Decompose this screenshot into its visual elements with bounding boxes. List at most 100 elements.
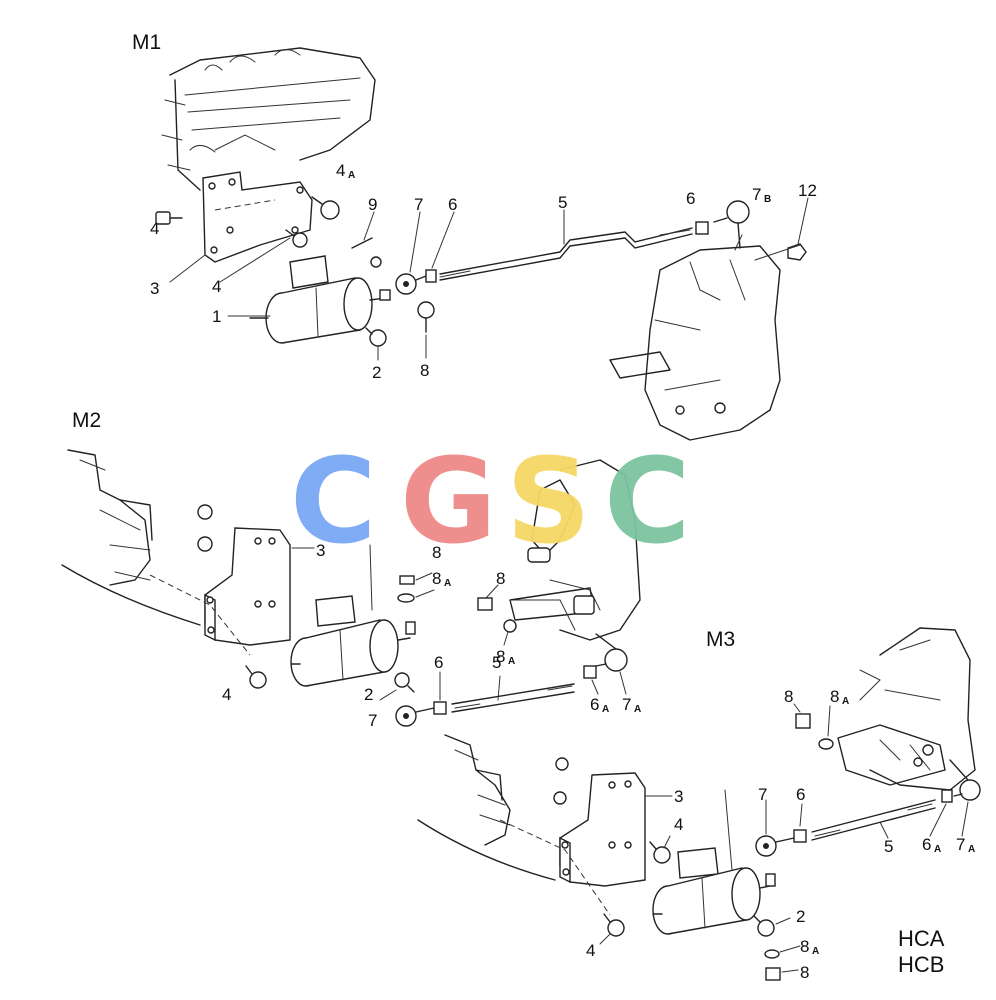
svg-text:4: 4 — [586, 941, 595, 960]
svg-text:2: 2 — [364, 685, 373, 704]
svg-text:A: A — [602, 704, 609, 715]
m2-engine-mount-area — [61, 449, 201, 626]
m1-pin-9 — [351, 237, 382, 268]
m3-bolt-4-upper — [649, 841, 671, 864]
m2-actuator-cylinder — [290, 595, 416, 687]
svg-text:7: 7 — [752, 185, 761, 204]
m3-callout-4-upper: 4 — [674, 815, 683, 834]
m1-rod-end-7b — [713, 200, 750, 249]
svg-text:7: 7 — [622, 695, 631, 714]
m1-gearbox-housing — [609, 234, 801, 441]
watermark-letter-4: C — [604, 432, 691, 570]
svg-text:6: 6 — [922, 835, 931, 854]
m3-callout-2: 2 — [796, 907, 805, 926]
m1-callout-5: 5 — [558, 193, 567, 212]
m1-bolt-4-left — [155, 211, 183, 225]
watermark-logo: C G S C — [290, 432, 691, 570]
watermark-letter-1: C — [290, 432, 377, 570]
m1-engine-block — [161, 47, 376, 191]
m2-callout-3: 3 — [316, 541, 325, 560]
svg-text:9: 9 — [368, 195, 377, 214]
m1-callout-8: 8 — [420, 361, 429, 380]
svg-text:7: 7 — [368, 711, 377, 730]
m3-callout-6: 6 — [796, 785, 805, 804]
m3-nut-6 — [793, 829, 807, 843]
m2-nut-6 — [433, 701, 447, 715]
svg-text:4: 4 — [222, 685, 231, 704]
watermark-letter-3: S — [506, 432, 591, 570]
svg-text:6: 6 — [590, 695, 599, 714]
svg-text:12: 12 — [798, 181, 817, 200]
svg-text:8: 8 — [432, 543, 441, 562]
m1-callout-2: 2 — [372, 363, 381, 382]
section-label-m1: M1 — [132, 31, 161, 54]
m3-rod-end-7a — [949, 759, 981, 801]
svg-text:8: 8 — [432, 569, 441, 588]
m3-nut-8-bottom — [765, 967, 781, 981]
m1-callout-4-lower: 4 — [212, 277, 221, 296]
m1-rod-end-7 — [395, 273, 427, 295]
m3-actuator-cylinder — [652, 847, 776, 935]
m2-callout-4: 4 — [222, 685, 231, 704]
svg-text:B: B — [764, 194, 771, 205]
svg-text:5: 5 — [492, 653, 501, 672]
svg-text:8: 8 — [496, 647, 505, 666]
m3-bolt-2 — [753, 915, 775, 937]
svg-text:8: 8 — [800, 937, 809, 956]
m2-bolt-4 — [245, 665, 267, 689]
svg-text:4: 4 — [674, 815, 683, 834]
m1-actuator-cylinder — [249, 255, 391, 344]
svg-text:7: 7 — [758, 785, 767, 804]
svg-text:8: 8 — [496, 569, 505, 588]
svg-text:3: 3 — [316, 541, 325, 560]
m1-callout-6-right: 6 — [686, 189, 695, 208]
svg-text:2: 2 — [796, 907, 805, 926]
m1-push-rod-5 — [439, 227, 693, 281]
m3-bolt-4-lower — [603, 913, 625, 937]
svg-text:A: A — [508, 656, 515, 667]
svg-text:A: A — [634, 704, 641, 715]
m1-nut-6-left — [425, 269, 437, 283]
m1-callout-3: 3 — [150, 279, 159, 298]
m3-engine-mount-area — [417, 734, 556, 881]
m1-callout-4-left: 4 — [150, 219, 159, 238]
m2-nut-8-lower — [477, 597, 493, 611]
m2-bolt-2 — [394, 672, 415, 693]
svg-text:A: A — [968, 844, 975, 855]
m1-callout-6-left: 6 — [448, 195, 457, 214]
m2-rod-end-7a — [595, 633, 628, 672]
svg-text:8: 8 — [420, 361, 429, 380]
svg-text:A: A — [348, 170, 355, 181]
m1-callout-1: 1 — [212, 307, 221, 326]
m1-callout-12: 12 — [798, 181, 817, 200]
m2-callout-2: 2 — [364, 685, 373, 704]
m3-washer-8a-top — [818, 738, 834, 750]
svg-text:8: 8 — [784, 687, 793, 706]
m2-callout-5: 5 — [492, 653, 501, 672]
svg-text:4: 4 — [150, 219, 159, 238]
m3-callout-4-lower: 4 — [586, 941, 595, 960]
m2-gearbox-housing — [509, 459, 641, 641]
m3-callout-3: 3 — [674, 787, 683, 806]
section-m3: M3 — [417, 627, 981, 982]
code-hca: HCA — [898, 926, 945, 951]
m3-gearbox-housing — [837, 627, 976, 791]
m1-callout-7: 7 — [414, 195, 423, 214]
m1-leader-lines — [169, 197, 809, 361]
svg-text:3: 3 — [674, 787, 683, 806]
m3-leader-lines — [599, 703, 969, 973]
svg-text:A: A — [812, 946, 819, 957]
svg-text:A: A — [934, 844, 941, 855]
svg-text:4: 4 — [212, 277, 221, 296]
m3-nut-6a — [941, 789, 953, 803]
section-m1: M1 — [132, 31, 817, 441]
svg-text:7: 7 — [414, 195, 423, 214]
watermark-letter-2: G — [400, 432, 497, 570]
section-m2: M2 — [61, 409, 641, 730]
